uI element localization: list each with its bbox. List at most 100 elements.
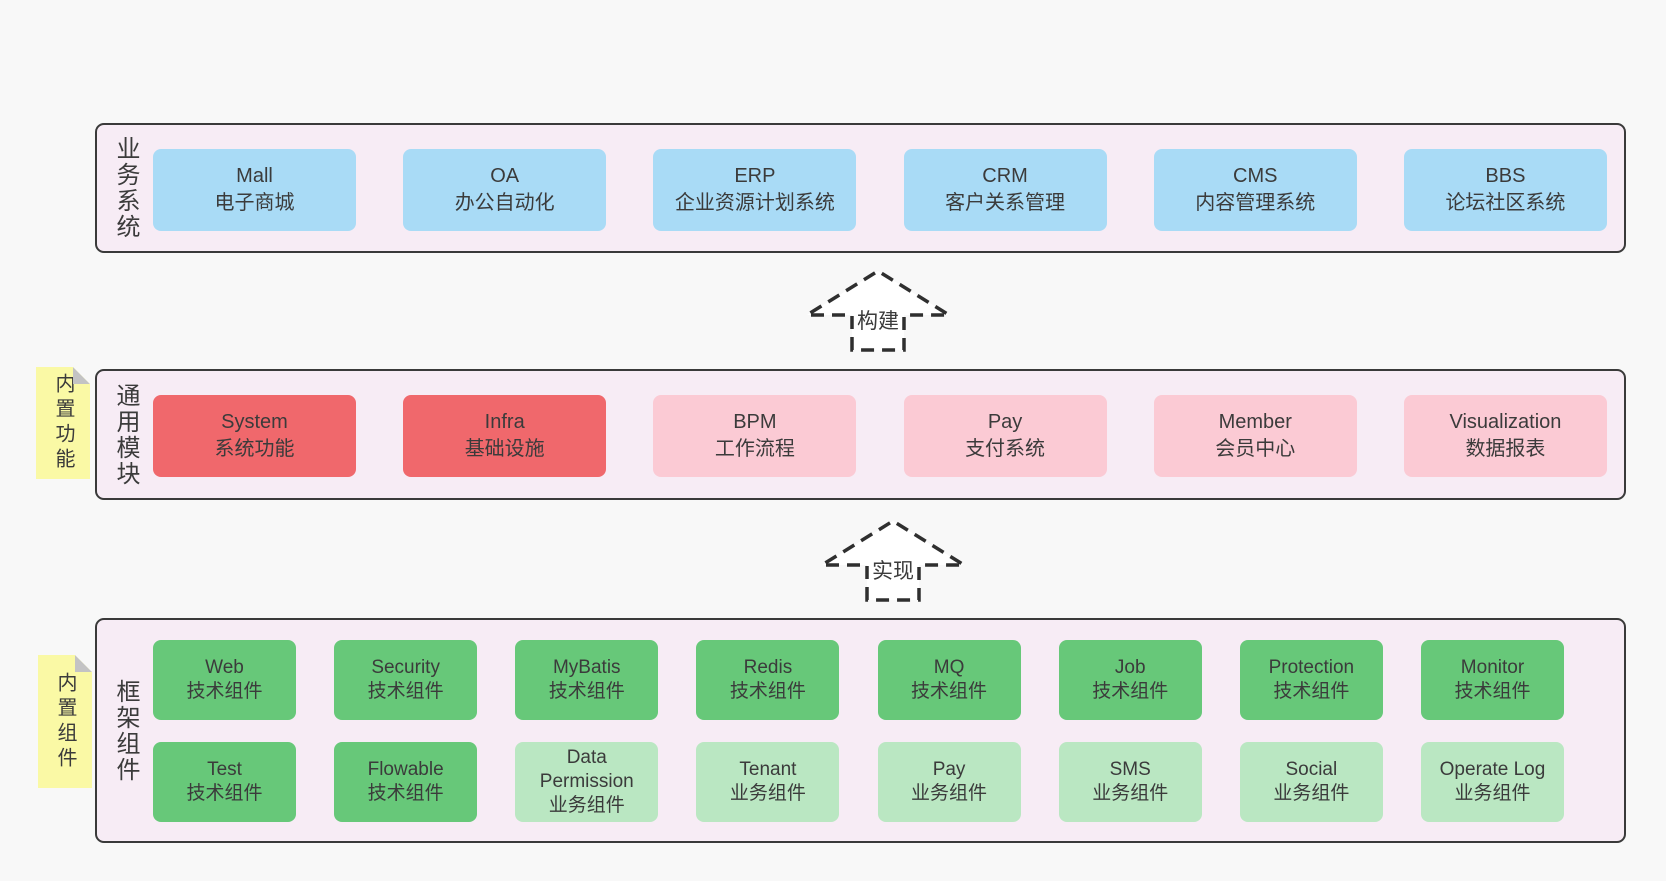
panel-business-systems: 业务系统 Mall 电子商城 OA 办公自动化 ERP 企业资源计划系统 CRM… (95, 123, 1626, 253)
box-mq-name: MQ (933, 657, 965, 678)
box-protection: Protection 技术组件 (1239, 640, 1383, 720)
box-infra-name: Infra (484, 411, 525, 433)
box-cms-name: CMS (1233, 165, 1278, 187)
panel-components-label-text: 框架组件 (112, 678, 139, 783)
box-bpm: BPM 工作流程 (653, 395, 857, 477)
box-member-name: Member (1218, 411, 1292, 433)
box-web-name: Web (205, 657, 244, 678)
box-protection-name: Protection (1268, 657, 1355, 678)
box-flowable-desc: 技术组件 (367, 783, 444, 804)
box-redis-name: Redis (743, 657, 793, 678)
box-mq-desc: 技术组件 (911, 681, 988, 702)
box-erp-name: ERP (734, 165, 776, 187)
box-infra: Infra 基础设施 (403, 395, 607, 477)
box-social-name: Social (1285, 759, 1338, 780)
box-operate-log-name: Operate Log (1439, 759, 1546, 780)
box-redis: Redis 技术组件 (696, 640, 840, 720)
box-job-name: Job (1114, 657, 1146, 678)
box-mybatis-name: MyBatis (552, 657, 621, 678)
box-operate-log-desc: 业务组件 (1454, 783, 1531, 804)
box-visualization-desc: 数据报表 (1465, 438, 1546, 460)
box-tenant-name: Tenant (739, 759, 797, 780)
box-bbs-name: BBS (1485, 165, 1526, 187)
box-pay-biz-desc: 业务组件 (911, 783, 988, 804)
box-member: Member 会员中心 (1153, 395, 1357, 477)
implement-arrow-label: 实现 (869, 554, 917, 586)
box-visualization: Visualization 数据报表 (1403, 395, 1607, 477)
business-boxes-row: Mall 电子商城 OA 办公自动化 ERP 企业资源计划系统 CRM 客户关系… (153, 125, 1624, 251)
box-system: System 系统功能 (153, 395, 356, 477)
box-operate-log: Operate Log 业务组件 (1420, 742, 1564, 822)
box-data-permission-name: Data Permission (539, 747, 634, 792)
box-test-desc: 技术组件 (186, 783, 263, 804)
box-infra-desc: 基础设施 (464, 438, 545, 460)
box-social-desc: 业务组件 (1273, 783, 1350, 804)
box-sms-desc: 业务组件 (1092, 783, 1169, 804)
build-arrow-label: 构建 (854, 304, 902, 336)
box-mq: MQ 技术组件 (877, 640, 1021, 720)
box-job-desc: 技术组件 (1092, 681, 1169, 702)
box-pay-biz: Pay 业务组件 (877, 742, 1021, 822)
box-security-desc: 技术组件 (367, 681, 444, 702)
implement-arrow-icon: 实现 (818, 518, 968, 602)
box-crm-desc: 客户关系管理 (945, 192, 1066, 214)
box-erp: ERP 企业资源计划系统 (653, 149, 857, 231)
box-erp-desc: 企业资源计划系统 (674, 192, 835, 214)
box-system-desc: 系统功能 (214, 438, 295, 460)
sticky-fold-corner-icon (75, 655, 92, 672)
sticky-built-in-components: 内置组件 (38, 655, 92, 788)
box-cms: CMS 内容管理系统 (1153, 149, 1357, 231)
box-bbs-desc: 论坛社区系统 (1445, 192, 1566, 214)
box-visualization-name: Visualization (1449, 411, 1562, 433)
box-system-name: System (221, 411, 288, 433)
box-pay-desc: 支付系统 (965, 438, 1046, 460)
box-sms-name: SMS (1109, 759, 1151, 780)
panel-business-label-text: 业务系统 (112, 136, 139, 240)
box-test: Test 技术组件 (153, 742, 296, 822)
panel-modules-label-text: 通用模块 (112, 382, 139, 487)
box-mybatis-desc: 技术组件 (548, 681, 625, 702)
box-oa-desc: 办公自动化 (454, 192, 555, 214)
box-mall-name: Mall (236, 165, 273, 187)
box-monitor-name: Monitor (1460, 657, 1525, 678)
box-bpm-desc: 工作流程 (714, 438, 795, 460)
box-security-name: Security (371, 657, 440, 678)
box-pay-biz-name: Pay (932, 759, 966, 780)
components-boxes-grid: Web 技术组件 Security 技术组件 MyBatis 技术组件 Redi… (153, 620, 1624, 841)
box-job: Job 技术组件 (1058, 640, 1202, 720)
box-pay-name: Pay (987, 411, 1023, 433)
panel-common-modules: 通用模块 System 系统功能 Infra 基础设施 BPM 工作流程 Pay… (95, 369, 1626, 500)
box-monitor-desc: 技术组件 (1454, 681, 1531, 702)
box-web-desc: 技术组件 (186, 681, 263, 702)
box-social: Social 业务组件 (1239, 742, 1383, 822)
box-mall: Mall 电子商城 (153, 149, 356, 231)
box-monitor: Monitor 技术组件 (1420, 640, 1564, 720)
box-pay: Pay 支付系统 (903, 395, 1107, 477)
box-data-permission: Data Permission 业务组件 (515, 742, 659, 822)
box-crm: CRM 客户关系管理 (903, 149, 1107, 231)
box-oa-name: OA (490, 165, 520, 187)
panel-modules-label: 通用模块 (97, 371, 153, 498)
box-oa: OA 办公自动化 (403, 149, 607, 231)
box-bbs: BBS 论坛社区系统 (1403, 149, 1607, 231)
sticky-built-in-features-text: 内置功能 (52, 373, 74, 473)
box-mall-desc: 电子商城 (214, 192, 295, 214)
sticky-built-in-features: 内置功能 (36, 367, 90, 479)
panel-framework-components: 框架组件 Web 技术组件 Security 技术组件 MyBatis 技术组件… (95, 618, 1626, 843)
box-member-desc: 会员中心 (1215, 438, 1296, 460)
box-security: Security 技术组件 (334, 640, 478, 720)
box-mybatis: MyBatis 技术组件 (515, 640, 659, 720)
box-redis-desc: 技术组件 (729, 681, 806, 702)
build-arrow-icon: 构建 (803, 268, 953, 352)
box-cms-desc: 内容管理系统 (1195, 192, 1316, 214)
box-bpm-name: BPM (733, 411, 777, 433)
box-data-permission-desc: 业务组件 (548, 795, 625, 816)
box-flowable: Flowable 技术组件 (334, 742, 478, 822)
box-sms: SMS 业务组件 (1058, 742, 1202, 822)
box-protection-desc: 技术组件 (1273, 681, 1350, 702)
box-flowable-name: Flowable (367, 759, 444, 780)
sticky-fold-corner-icon (73, 367, 90, 384)
box-tenant-desc: 业务组件 (729, 783, 806, 804)
modules-boxes-row: System 系统功能 Infra 基础设施 BPM 工作流程 Pay 支付系统… (153, 371, 1624, 498)
